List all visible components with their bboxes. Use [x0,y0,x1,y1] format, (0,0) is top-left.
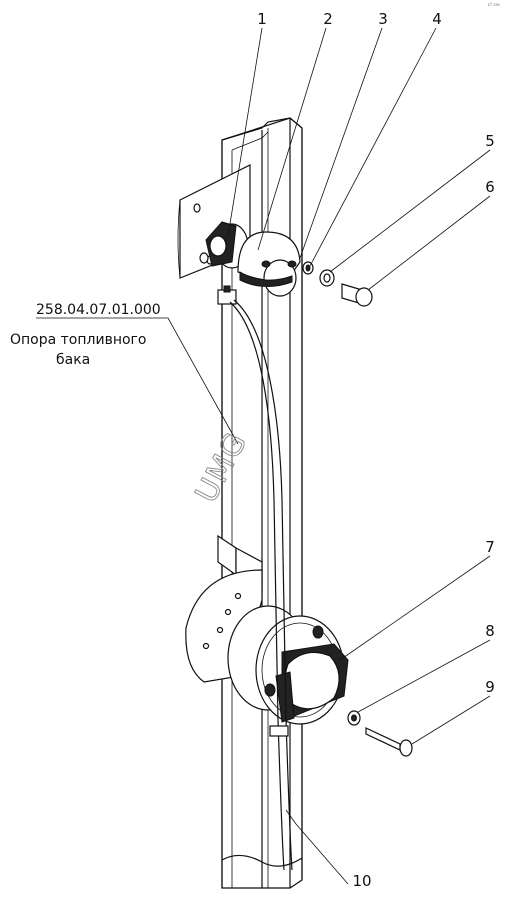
reference-line-1: Опора топливного [10,332,146,348]
callout-10: 10 [352,872,371,890]
callout-2: 2 [323,10,333,28]
lower-washer [347,710,361,726]
cable [229,299,293,871]
leader-lines [36,27,491,885]
reference-line-2: бака [56,352,90,368]
callout-4: 4 [432,10,442,28]
socket-lid [275,643,349,723]
callout-1: 1 [257,10,267,28]
callout-8: 8 [485,622,495,640]
corner-mark: z? ses [488,2,500,7]
reference-code: 258.04.07.01.000 [36,302,161,318]
callout-6: 6 [485,178,495,196]
callout-5: 5 [485,132,495,150]
callout-9: 9 [485,678,495,696]
callout-7: 7 [485,538,495,556]
lower-bolt [365,727,413,757]
lamp-dome [237,231,301,297]
cable-clamp [217,285,237,305]
callout-3: 3 [378,10,388,28]
upper-bolt [341,283,373,307]
upper-washer-large [319,269,335,287]
